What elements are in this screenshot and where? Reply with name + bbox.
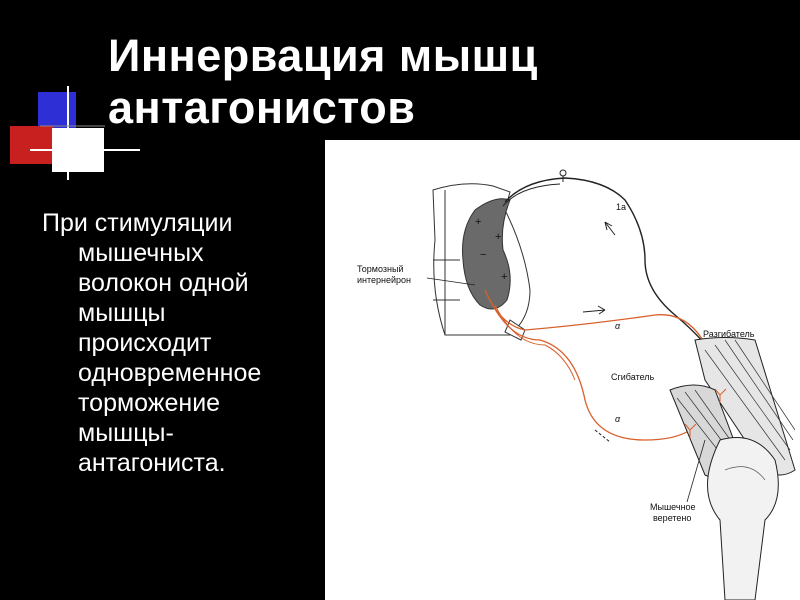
dorsal-ganglion [559,169,567,177]
leader-spindle [686,439,706,503]
body-line: мышечных [78,239,204,267]
reflex-diagram: + + − + Тормозный интернейрон 1a α α Раз… [325,140,800,600]
sign-minus: − [480,249,486,261]
arrow-1a [604,221,616,236]
arrow-alpha-upper-head [597,305,606,315]
deco-blue-square [38,92,76,128]
label-inhibitory-1: Тормозный [357,264,404,274]
sign-plus: + [495,231,501,243]
sign-plus: + [501,271,507,283]
label-spindle-2: веретено [653,513,691,523]
label-alpha-upper: α [615,321,621,331]
label-flexor: Сгибатель [611,372,655,382]
body-line: торможение [78,389,221,417]
afferent-fiber-1a [504,177,726,371]
arrow-alpha-upper [582,309,606,313]
body-line: При стимуляции [42,209,233,237]
extensor-striations [704,339,796,461]
title-line-2: антагонистов [108,82,416,133]
body-text: При стимуляции мышечных волокон одной мы… [42,208,322,478]
body-line: волокон одной [78,269,249,297]
body-line: антагониста. [78,449,226,477]
label-alpha-lower: α [615,414,621,424]
afferent-fiber-inner [502,183,561,207]
label-fiber-1a: 1a [616,202,626,212]
sign-plus: + [475,216,481,228]
leader-inhibitory [426,277,476,286]
label-inhibitory-2: интернейрон [357,275,411,285]
label-spindle-1: Мышечное [650,502,696,512]
alpha-fiber-extensor [484,289,721,391]
label-extensor: Разгибатель [703,329,755,339]
title-line-1: Иннервация мышц [108,30,538,81]
arrow-1a-head [604,221,613,231]
reflex-diagram-svg: + + − + Тормозный интернейрон 1a α α Раз… [357,169,796,600]
grey-matter [462,198,511,310]
arrow-alpha-lower [594,429,611,443]
body-line: одновременное [78,359,262,387]
body-line: происходит [78,329,212,357]
alpha-fiber-flexor [489,299,691,441]
body-line: мышцы- [78,419,174,447]
alpha-fiber-branch [494,304,576,381]
joint-line [724,466,766,481]
slide-title: Иннервация мышц антагонистов [108,30,708,134]
spindle-ending-extensor [714,388,727,403]
decorative-squares [10,86,140,180]
body-line: мышцы [78,299,166,327]
deco-red-square [10,126,54,164]
spindle-ending-flexor [684,423,697,438]
knee-joint-bone [707,437,779,600]
